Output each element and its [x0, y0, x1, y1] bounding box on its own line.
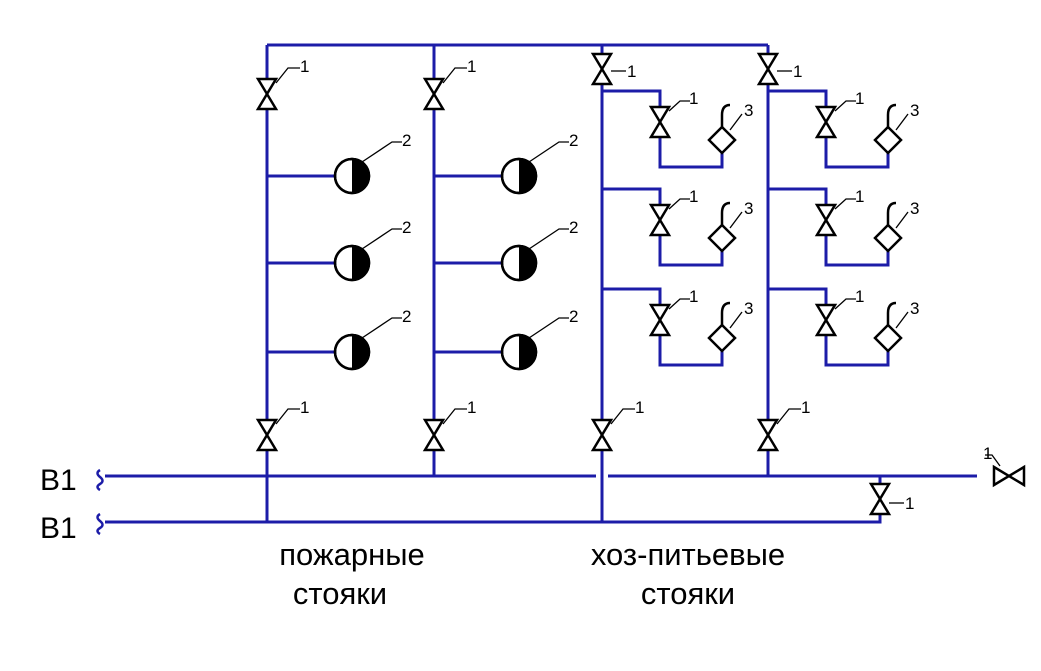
marker-valve: 1: [467, 398, 476, 417]
fire-hydrant-icon: [500, 244, 538, 282]
valve-icon: [256, 418, 278, 452]
marker-tap: 3: [910, 199, 919, 218]
valves: [256, 52, 1026, 516]
marker-valve: 1: [855, 89, 864, 108]
marker-valve: 1: [855, 287, 864, 306]
marker-valve: 1: [627, 62, 636, 81]
marker-tap: 3: [744, 199, 753, 218]
marker-hydrant: 2: [569, 218, 578, 237]
fire-hydrant-icon: [500, 157, 538, 195]
fire-hydrant-icon: [333, 157, 371, 195]
valve-icon: [992, 465, 1026, 487]
fire-hydrant-icon: [333, 333, 371, 371]
valve-icon: [869, 482, 891, 516]
leader-lines: [275, 67, 1001, 504]
pipe-network: [105, 43, 977, 524]
marker-valve: 1: [855, 187, 864, 206]
marker-valve: 1: [689, 187, 698, 206]
caption-fire-risers: пожарные: [279, 537, 425, 572]
pipe-break-icon: [96, 512, 104, 536]
marker-tap: 3: [910, 299, 919, 318]
valve-icon: [757, 52, 779, 86]
main-line-label: В1: [40, 512, 77, 545]
main-line-labels: В1 В1: [40, 464, 104, 545]
marker-hydrant: 2: [402, 218, 411, 237]
valve-icon: [256, 77, 278, 111]
marker-hydrant: 2: [402, 131, 411, 150]
main-line-label: В1: [40, 464, 77, 497]
marker-valve: 1: [300, 398, 309, 417]
caption-potable-risers: хоз-питьевые: [591, 537, 785, 572]
fire-hydrant-icon: [333, 244, 371, 282]
caption-fire-risers: стояки: [293, 576, 387, 611]
valve-icon: [757, 418, 779, 452]
fire-hydrant-icon: [500, 333, 538, 371]
marker-valve: 1: [983, 444, 992, 463]
valve-icon: [591, 52, 613, 86]
marker-valve: 1: [467, 57, 476, 76]
marker-valve: 1: [801, 398, 810, 417]
marker-tap: 3: [744, 101, 753, 120]
caption-potable-risers: стояки: [641, 576, 735, 611]
valve-icon: [423, 418, 445, 452]
marker-valve: 1: [905, 494, 914, 513]
position-markers: 1 1 1 1 1 1 1 1 1 1 1 1 1 1 1 1 2 2 2 2 …: [300, 57, 992, 513]
valve-icon: [423, 77, 445, 111]
potable-branches: [602, 91, 901, 365]
marker-valve: 1: [689, 287, 698, 306]
marker-hydrant: 2: [569, 131, 578, 150]
marker-tap: 3: [744, 299, 753, 318]
marker-tap: 3: [910, 101, 919, 120]
pipe-break-icon: [96, 468, 104, 492]
marker-valve: 1: [689, 89, 698, 108]
valve-icon: [591, 418, 613, 452]
captions: пожарные стояки хоз-питьевые стояки: [279, 537, 785, 611]
marker-valve: 1: [300, 57, 309, 76]
marker-hydrant: 2: [569, 307, 578, 326]
marker-valve: 1: [635, 398, 644, 417]
marker-hydrant: 2: [402, 307, 411, 326]
marker-valve: 1: [793, 62, 802, 81]
